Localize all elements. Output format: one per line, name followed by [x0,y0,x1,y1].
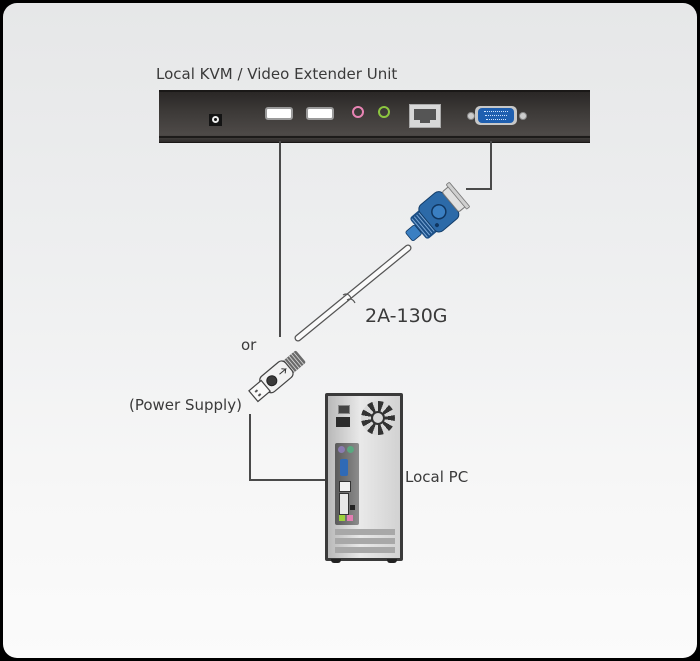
usb-port-2-icon [306,107,334,120]
usb-port-1-icon [265,107,293,120]
device-title-label: Local KVM / Video Extender Unit [156,65,398,83]
audio-mic-port-icon [352,106,364,118]
or-label: or [241,336,257,354]
dc-power-jack-icon [209,114,222,126]
vga-cable-line-vertical [490,141,492,189]
kvm-extender-unit [159,90,590,143]
adapter-cable-icon [248,182,470,403]
pc-tower-icon [325,393,403,563]
power-line-horizontal [249,479,335,481]
audio-speaker-port-icon [378,106,390,118]
usb-cable-line [279,141,281,337]
device-rail [159,136,590,138]
vga-cable-line-horizontal [466,188,492,190]
power-supply-label: (Power Supply) [129,396,242,414]
cable-model-label: 2A-130G [365,305,448,327]
local-pc-label: Local PC [405,468,469,486]
diagram-panel: Local KVM / Video Extender Unit [3,3,697,658]
rj45-port-icon [409,104,441,128]
vga-port-icon [467,105,527,127]
power-line-vertical [249,414,251,480]
